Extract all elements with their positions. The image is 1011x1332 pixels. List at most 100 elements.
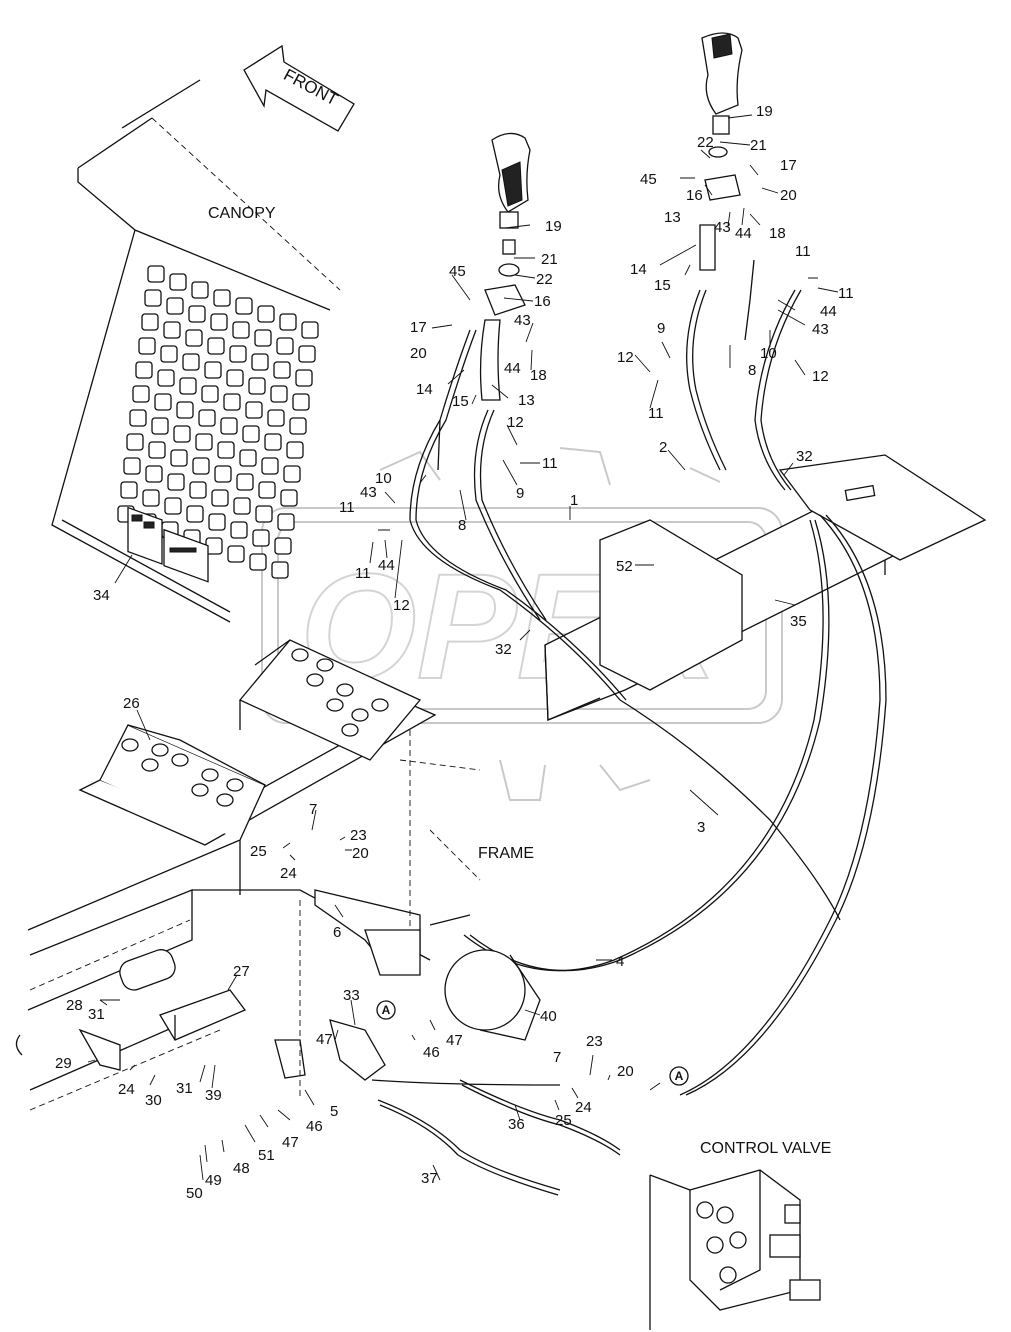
callout-39: 39 — [205, 1087, 222, 1104]
callout-14a: 14 — [416, 381, 433, 398]
callout-26: 26 — [123, 695, 140, 712]
callout-43d: 43 — [812, 321, 829, 338]
callout-49: 49 — [205, 1172, 222, 1189]
callout-45a: 45 — [449, 263, 466, 280]
cables — [409, 259, 887, 1096]
callout-28: 28 — [66, 997, 83, 1014]
reference-marker-a-2: A — [669, 1066, 689, 1086]
callout-12a: 12 — [507, 414, 524, 431]
callout-11d: 11 — [795, 243, 811, 260]
canopy-decals — [127, 506, 209, 583]
control-valve-label: CONTROL VALVE — [700, 1140, 831, 1157]
callout-5: 5 — [330, 1103, 338, 1120]
callout-40: 40 — [540, 1008, 557, 1025]
callout-37: 37 — [421, 1170, 438, 1187]
callout-16b: 16 — [686, 187, 703, 204]
plate-hole — [191, 783, 209, 797]
callout-45b: 45 — [640, 171, 657, 188]
grille-slot — [145, 465, 163, 483]
frame-label: FRAME — [478, 845, 534, 862]
grille-slot — [236, 473, 254, 491]
canopy: CANOPY — [51, 79, 341, 623]
grille-slot — [204, 361, 222, 379]
grille-slot — [270, 385, 288, 403]
callout-44c: 44 — [735, 225, 752, 242]
callout-1: 1 — [570, 492, 578, 509]
grille-slot — [123, 457, 141, 475]
leader-lines — [87, 114, 839, 1181]
grille-slot — [252, 529, 270, 547]
callout-11c: 11 — [355, 565, 371, 582]
callout-23b: 23 — [586, 1033, 603, 1050]
grille-slot — [298, 345, 316, 363]
grille-slot — [261, 457, 279, 475]
callout-12b: 12 — [393, 597, 410, 614]
grille-slot — [264, 433, 282, 451]
callout-11e: 11 — [838, 285, 854, 302]
callout-4: 4 — [616, 953, 624, 970]
callout-17a: 17 — [410, 319, 427, 336]
callout-6: 6 — [333, 924, 341, 941]
grille-slot — [176, 401, 194, 419]
grille-slot — [226, 369, 244, 387]
grille-slot — [217, 441, 235, 459]
callout-51: 51 — [258, 1147, 275, 1164]
callout-3: 3 — [697, 819, 705, 836]
callout-23a: 23 — [350, 827, 367, 844]
grille-slot — [235, 297, 253, 315]
callout-8b: 8 — [748, 362, 756, 379]
callout-22a: 22 — [536, 271, 553, 288]
reference-marker-a-1: A — [376, 1000, 396, 1020]
callout-33: 33 — [343, 987, 360, 1004]
callout-43b: 43 — [360, 484, 377, 501]
callout-16a: 16 — [534, 293, 551, 310]
grille-slot — [279, 313, 297, 331]
callout-35: 35 — [790, 613, 807, 630]
callout-43a: 43 — [514, 312, 531, 329]
grille-slot — [286, 441, 304, 459]
callout-14b: 14 — [630, 261, 647, 278]
svg-text:A: A — [382, 1003, 391, 1017]
callout-9b: 9 — [657, 320, 665, 337]
grille-slot — [232, 321, 250, 339]
grille-slot — [280, 489, 298, 507]
callout-36: 36 — [508, 1116, 525, 1133]
callout-44a: 44 — [504, 360, 521, 377]
callout-32a: 32 — [495, 641, 512, 658]
grille-slot — [210, 313, 228, 331]
grille-slot — [248, 377, 266, 395]
plate-hole — [306, 673, 324, 687]
grille-slot — [245, 401, 263, 419]
plate-hole — [151, 743, 169, 757]
grille-slot — [292, 393, 310, 411]
callout-18a: 18 — [530, 367, 547, 384]
grille-slot — [173, 425, 191, 443]
grille-slot — [251, 353, 269, 371]
callout-20c: 20 — [352, 845, 369, 862]
grille-slot — [277, 513, 295, 531]
callout-9a: 9 — [516, 485, 524, 502]
grille-slot — [239, 449, 257, 467]
callout-24c: 24 — [575, 1099, 592, 1116]
plate-hole — [326, 698, 344, 712]
grille-slot — [273, 361, 291, 379]
callout-46a: 46 — [423, 1044, 440, 1061]
grille-slot — [167, 473, 185, 491]
right-joystick — [699, 32, 743, 271]
callout-19b: 19 — [756, 103, 773, 120]
callout-13a: 13 — [518, 392, 535, 409]
plate-hole — [171, 753, 189, 767]
grille-slot — [230, 521, 248, 539]
grille-slot — [135, 361, 153, 379]
grille-slot — [192, 457, 210, 475]
grille-slot — [160, 345, 178, 363]
callout-30: 30 — [145, 1092, 162, 1109]
callout-17b: 17 — [780, 157, 797, 174]
callout-47c: 47 — [282, 1134, 299, 1151]
left-joystick — [479, 132, 531, 401]
callout-27: 27 — [233, 963, 250, 980]
callout-11b: 11 — [339, 499, 355, 516]
grille-slot — [164, 497, 182, 515]
grille-slot — [141, 313, 159, 331]
plate-hole — [351, 708, 369, 722]
